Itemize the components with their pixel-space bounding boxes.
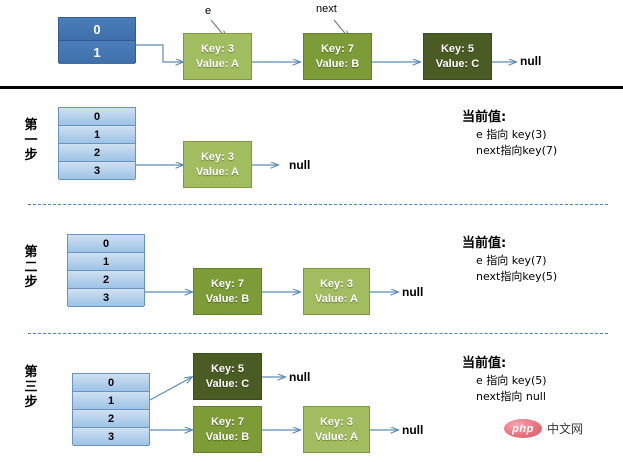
null-label: null <box>402 423 424 437</box>
step-label-3: 第 三 步 <box>20 365 42 410</box>
php-logo-icon: php <box>504 419 542 438</box>
section-divider-dashed <box>28 333 608 334</box>
null-label: null <box>520 54 542 68</box>
step-label-char: 第 <box>24 365 38 380</box>
note-line: e 指向 key(3) <box>476 128 547 141</box>
node-key: Key: 7 <box>210 415 245 428</box>
section-divider <box>0 86 623 89</box>
step-label-char: 三 <box>24 380 38 395</box>
watermark: php 中文网 <box>504 419 583 438</box>
step-label-char: 第 <box>24 118 38 133</box>
bucket-cell[interactable]: 0 <box>59 108 135 126</box>
node-key: Key: 3 <box>319 415 354 428</box>
e-pointer-label: e <box>205 5 212 17</box>
entry-node[interactable]: Key: 5 Value: C <box>193 353 262 400</box>
bucket-cell[interactable]: 0 <box>73 374 149 392</box>
step-label-char: 步 <box>24 275 38 290</box>
entry-node[interactable]: Key: 3 Value: A <box>303 406 370 453</box>
bucket-cell[interactable]: 1 <box>59 41 135 64</box>
step-label-char: 第 <box>24 245 38 260</box>
note-heading: 当前值: <box>462 110 507 125</box>
note-line: e 指向 key(7) <box>476 254 547 267</box>
node-value: Value: B <box>205 292 250 305</box>
node-key: Key: 3 <box>200 150 235 163</box>
bucket-cell[interactable]: 2 <box>73 410 149 428</box>
bucket-cell[interactable]: 0 <box>68 235 144 253</box>
node-key: Key: 5 <box>210 362 245 375</box>
node-key: Key: 3 <box>319 277 354 290</box>
node-key: Key: 7 <box>210 277 245 290</box>
entry-node[interactable]: Key: 3 Value: A <box>183 33 252 80</box>
hash-table-top: 0 1 <box>58 17 136 64</box>
null-label: null <box>289 158 311 172</box>
node-value: Value: A <box>196 57 239 70</box>
bucket-cell[interactable]: 3 <box>73 428 149 446</box>
entry-node[interactable]: Key: 5 Value: C <box>423 33 492 80</box>
entry-node[interactable]: Key: 7 Value: B <box>193 406 262 453</box>
note-heading: 当前值: <box>462 356 507 371</box>
hash-table-step-1: 0 1 2 3 <box>58 107 136 180</box>
step-label-1: 第 一 步 <box>20 118 42 163</box>
node-value: Value: A <box>315 292 358 305</box>
null-label: null <box>289 370 311 384</box>
step-note-3: 当前值: e 指向 key(5) next指向 null <box>462 352 547 405</box>
step-note-1: 当前值: e 指向 key(3) next指向key(7) <box>462 106 557 159</box>
note-line: e 指向 key(5) <box>476 374 547 387</box>
node-value: Value: B <box>205 430 250 443</box>
bucket-cell[interactable]: 3 <box>68 289 144 307</box>
step-label-char: 一 <box>24 133 38 148</box>
note-heading: 当前值: <box>462 236 507 251</box>
node-value: Value: C <box>205 377 250 390</box>
node-key: Key: 3 <box>200 42 235 55</box>
entry-node[interactable]: Key: 7 Value: B <box>193 268 262 315</box>
node-key: Key: 5 <box>440 42 475 55</box>
bucket-cell[interactable]: 1 <box>59 126 135 144</box>
step-label-char: 二 <box>24 260 38 275</box>
step-label-2: 第 二 步 <box>20 245 42 290</box>
null-label: null <box>402 285 424 299</box>
step-label-char: 步 <box>24 148 38 163</box>
bucket-cell[interactable]: 0 <box>59 18 135 41</box>
next-pointer-label: next <box>316 3 337 15</box>
node-value: Value: B <box>315 57 360 70</box>
hash-table-step-3: 0 1 2 3 <box>72 373 150 446</box>
bucket-cell[interactable]: 2 <box>68 271 144 289</box>
entry-node[interactable]: Key: 3 Value: A <box>183 141 252 188</box>
node-value: Value: A <box>315 430 358 443</box>
node-value: Value: C <box>435 57 480 70</box>
step-note-2: 当前值: e 指向 key(7) next指向key(5) <box>462 232 557 285</box>
bucket-cell[interactable]: 1 <box>68 253 144 271</box>
step-label-char: 步 <box>24 395 38 410</box>
bucket-cell[interactable]: 2 <box>59 144 135 162</box>
entry-node[interactable]: Key: 7 Value: B <box>303 33 372 80</box>
bucket-cell[interactable]: 3 <box>59 162 135 180</box>
hash-table-step-2: 0 1 2 3 <box>67 234 145 307</box>
note-line: next指向 null <box>476 390 546 403</box>
entry-node[interactable]: Key: 3 Value: A <box>303 268 370 315</box>
watermark-text: 中文网 <box>547 422 584 436</box>
note-line: next指向key(7) <box>476 144 558 157</box>
node-key: Key: 7 <box>320 42 355 55</box>
node-value: Value: A <box>196 165 239 178</box>
note-line: next指向key(5) <box>476 270 558 283</box>
section-divider-dashed <box>28 204 608 205</box>
bucket-cell[interactable]: 1 <box>73 392 149 410</box>
